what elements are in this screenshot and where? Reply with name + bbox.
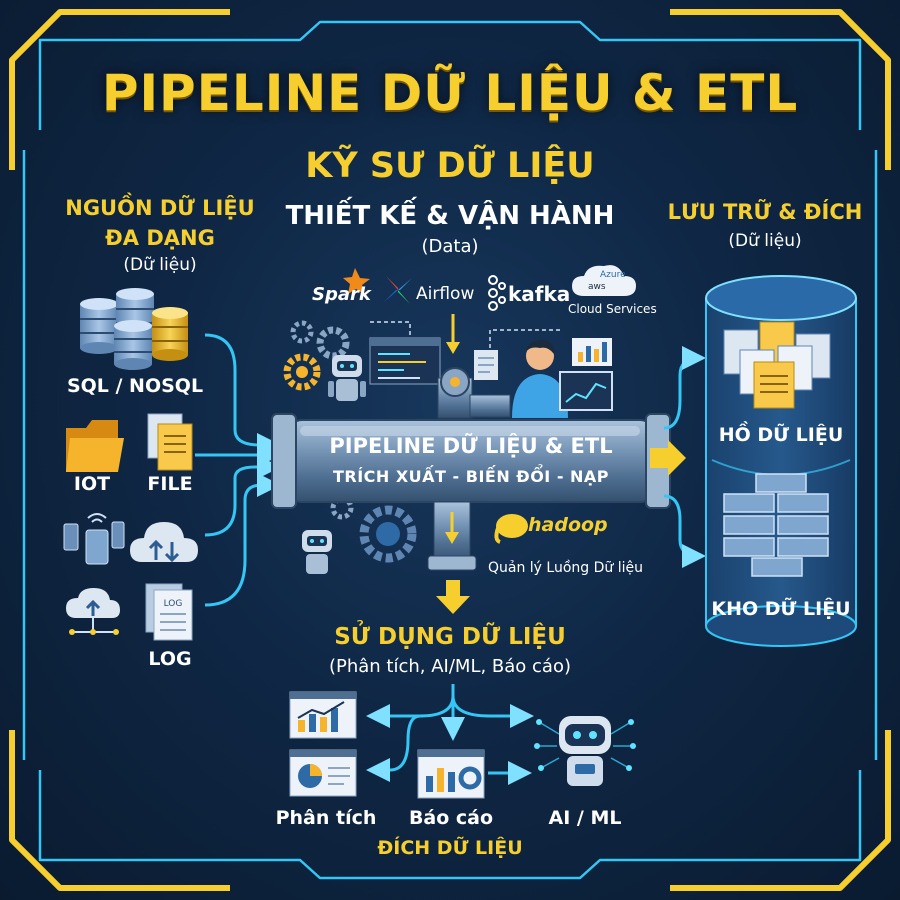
data-lake-label: HỒ DỮ LIỆU: [718, 424, 844, 446]
storage-title: LƯU TRỮ & ĐÍCH: [667, 200, 863, 224]
source-label-sql: SQL / NOSQL: [66, 375, 204, 397]
storage-flow-lines: [663, 346, 706, 568]
airflow-logo-icon: [384, 276, 412, 304]
cloud-sync-icon: [130, 522, 198, 563]
kafka-logo-icon: [488, 275, 506, 311]
cloud-services-logo-icon: [572, 265, 636, 296]
pipeline-title: PIPELINE DỮ LIỆU & ETL: [329, 434, 613, 458]
data-lake-files-icon: [723, 321, 831, 409]
svg-text:LOG: LOG: [164, 599, 183, 609]
cloud-services-label: Cloud Services: [568, 302, 657, 316]
flow-manager-label: Quản lý Luồng Dữ liệu: [488, 560, 643, 576]
tool-guides: [370, 321, 560, 355]
aiml-label: AI / ML: [548, 807, 622, 829]
ai-robot-icon: [534, 716, 636, 786]
usage-subtitle: (Phân tích, AI/ML, Báo cáo): [328, 656, 571, 677]
down-pipe: [427, 501, 477, 571]
usage-title: SỬ DỤNG DỮ LIỆU: [334, 624, 566, 650]
robot-icon: [302, 530, 332, 574]
data-warehouse-servers-icon: [723, 473, 829, 577]
usage-flow-lines: [366, 684, 534, 785]
right-arrow-to-storage: [650, 440, 686, 476]
azure-label: Azure: [600, 270, 626, 280]
engineer-title: KỸ SƯ DỮ LIỆU: [305, 146, 595, 186]
tool-arrow-head: [446, 342, 460, 354]
log-file-icon: LOG: [145, 583, 193, 641]
report-dashboard-icon: [417, 749, 485, 799]
airflow-label: Airflow: [416, 284, 475, 304]
engineer-subtitle: THIẾT KẾ & VẬN HÀNH: [285, 201, 615, 231]
mobile-devices-icon: [63, 513, 125, 565]
data-destination-label: ĐÍCH DỮ LIỆU: [377, 837, 523, 859]
data-engineer-icon: [512, 338, 613, 418]
pie-report-icon: [289, 749, 357, 797]
kafka-label: kafka: [508, 282, 571, 306]
analytics-chart-icon: [289, 691, 357, 739]
down-arrow-to-usage: [436, 580, 470, 614]
spark-label: Spark: [312, 284, 371, 305]
sources-title-line1: NGUỒN DỮ LIỆU: [65, 196, 255, 220]
pipe-valve: [437, 367, 511, 419]
engineer-note: (Data): [421, 236, 479, 257]
sources-title-line2: ĐA DẠNG: [105, 226, 215, 250]
document-icon: [147, 413, 193, 471]
aws-label: aws: [588, 282, 606, 292]
database-stack-icon: [80, 288, 188, 370]
pipeline-body: [271, 413, 671, 509]
source-flow-lines: [195, 333, 281, 607]
folder-icon: [66, 420, 124, 472]
cloud-upload-icon: [66, 588, 120, 635]
sources-subtitle: (Dữ liệu): [123, 255, 197, 275]
data-warehouse-label: KHO DỮ LIỆU: [711, 598, 851, 620]
hadoop-label: hadoop: [528, 514, 608, 536]
gear-icons: [283, 320, 417, 563]
source-label-log: LOG: [148, 648, 192, 670]
pipeline-steps: TRÍCH XUẤT - BIẾN ĐỔI - NẠP: [332, 467, 610, 486]
sources-title: NGUỒN DỮ LIỆU ĐA DẠNG: [40, 193, 280, 253]
neon-frame: [9, 9, 891, 891]
analytics-label: Phân tích: [275, 807, 377, 829]
spark-logo-icon: [343, 268, 370, 295]
source-label-iot: IOT: [73, 473, 111, 495]
robot-icon: [328, 355, 366, 401]
page-title: PIPELINE DỮ LIỆU & ETL: [101, 64, 799, 122]
hadoop-elephant-icon: [494, 514, 528, 544]
storage-subtitle: (Dữ liệu): [728, 231, 802, 251]
code-window-icon: [369, 337, 441, 385]
reports-label: Báo cáo: [408, 807, 494, 829]
source-label-file: FILE: [147, 473, 193, 495]
note-doc-icon: [474, 350, 498, 380]
